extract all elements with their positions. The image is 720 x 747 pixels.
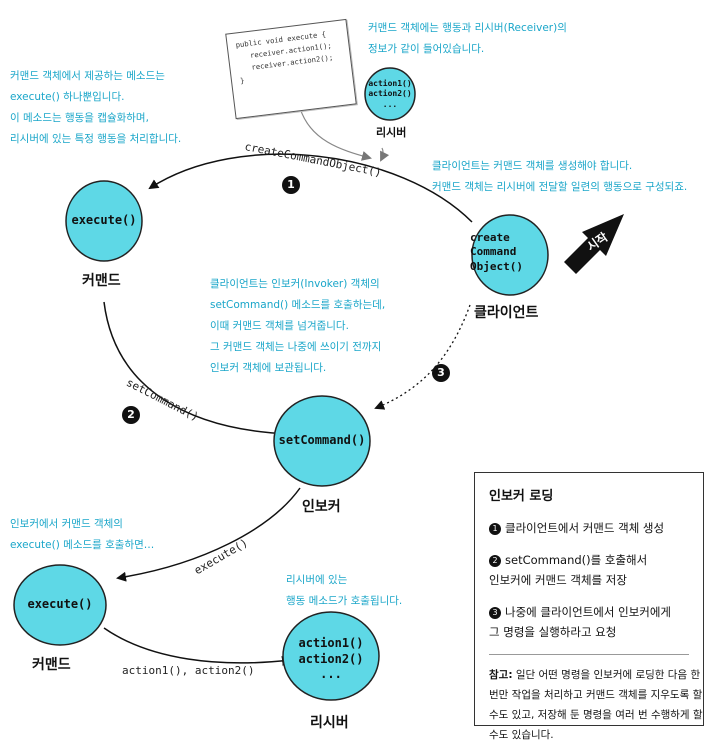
- legend-item-3-number: 3: [489, 607, 501, 619]
- legend-note: 참고: 일단 어떤 명령을 인보커에 로딩한 다음 한 번만 작업을 처리하고 …: [489, 665, 703, 745]
- legend-item-3-text: 나중에 클라이언트에서 인보커에게 그 명령을 실행하라고 요청: [489, 605, 672, 639]
- legend-item-2-number: 2: [489, 555, 501, 567]
- command-bottom-label: 커맨드: [32, 657, 71, 673]
- command-top-text: execute(): [71, 213, 137, 227]
- note-top-right: 커맨드 객체에는 행동과 리시버(Receiver)의 정보가 같이 들어있습니…: [368, 22, 567, 55]
- note-client: 클라이언트는 커맨드 객체를 생성해야 합니다. 커맨드 객체는 리시버에 전달…: [432, 160, 688, 193]
- callout-arrow-receiver: [380, 147, 390, 162]
- command-top-node: [65, 180, 143, 262]
- legend-item-1-number: 1: [489, 523, 501, 535]
- receiver-small-label: 리시버: [376, 126, 407, 139]
- note-lower-left: 인보커에서 커맨드 객체의 execute() 메소드를 호출하면…: [10, 518, 155, 551]
- edge-client-invoker: [374, 304, 471, 410]
- receiver-small-text: action1() action2() ...: [368, 79, 412, 109]
- legend-title: 인보커 로딩: [489, 489, 554, 504]
- receiver-bottom-text: action1() action2() ...: [298, 636, 364, 682]
- legend-item-2-text: setCommand()를 호출해서 인보커에 커맨드 객체를 저장: [489, 553, 648, 587]
- legend-note-text: 일단 어떤 명령을 인보커에 로딩한 다음 한 번만 작업을 처리하고 커맨드 …: [489, 669, 703, 741]
- start-arrow-shape: [564, 214, 624, 274]
- code-card: public void execute { receiver.action1()…: [225, 18, 357, 120]
- legend-item-1: 1 클라이언트에서 커맨드 객체 생성: [489, 518, 689, 538]
- command-bottom-node: [13, 564, 107, 646]
- receiver-small-node: [364, 67, 416, 121]
- note-lower-mid: 리시버에 있는 행동 메소드가 호출됩니다.: [286, 574, 403, 607]
- note-middle: 클라이언트는 인보커(Invoker) 객체의 setCommand() 메소드…: [210, 278, 386, 374]
- edge-actions: [103, 627, 292, 666]
- invoker-label: 인보커: [302, 499, 341, 515]
- step-badge-2: 2: [122, 406, 140, 424]
- invoker-node: [273, 395, 371, 487]
- callout-arrow-code: [299, 107, 372, 161]
- legend-note-label: 참고:: [489, 669, 513, 681]
- client-text: create Command Object(): [470, 231, 523, 273]
- legend-item-1-text: 클라이언트에서 커맨드 객체 생성: [505, 521, 665, 535]
- edge-set-command: [103, 301, 292, 439]
- command-top-label: 커맨드: [82, 273, 121, 289]
- code-snippet: public void execute { receiver.action1()…: [235, 29, 334, 86]
- step-badge-1: 1: [282, 176, 300, 194]
- receiver-bottom-label: 리시버: [310, 715, 349, 731]
- client-node: [471, 214, 549, 296]
- receiver-bottom-node: [282, 611, 380, 701]
- command-bottom-text: execute(): [27, 597, 93, 611]
- client-label: 클라이언트: [474, 305, 539, 321]
- edge-execute: [116, 487, 301, 582]
- legend-divider: [489, 654, 689, 655]
- note-top-left: 커맨드 객체에서 제공하는 메소드는 execute() 하나뿐입니다. 이 메…: [10, 70, 182, 145]
- invoker-text: setCommand(): [278, 433, 366, 447]
- edge-create-command: [148, 153, 473, 223]
- edge-label-actions: action1(), action2(): [122, 664, 255, 677]
- step-badge-3: 3: [432, 364, 450, 382]
